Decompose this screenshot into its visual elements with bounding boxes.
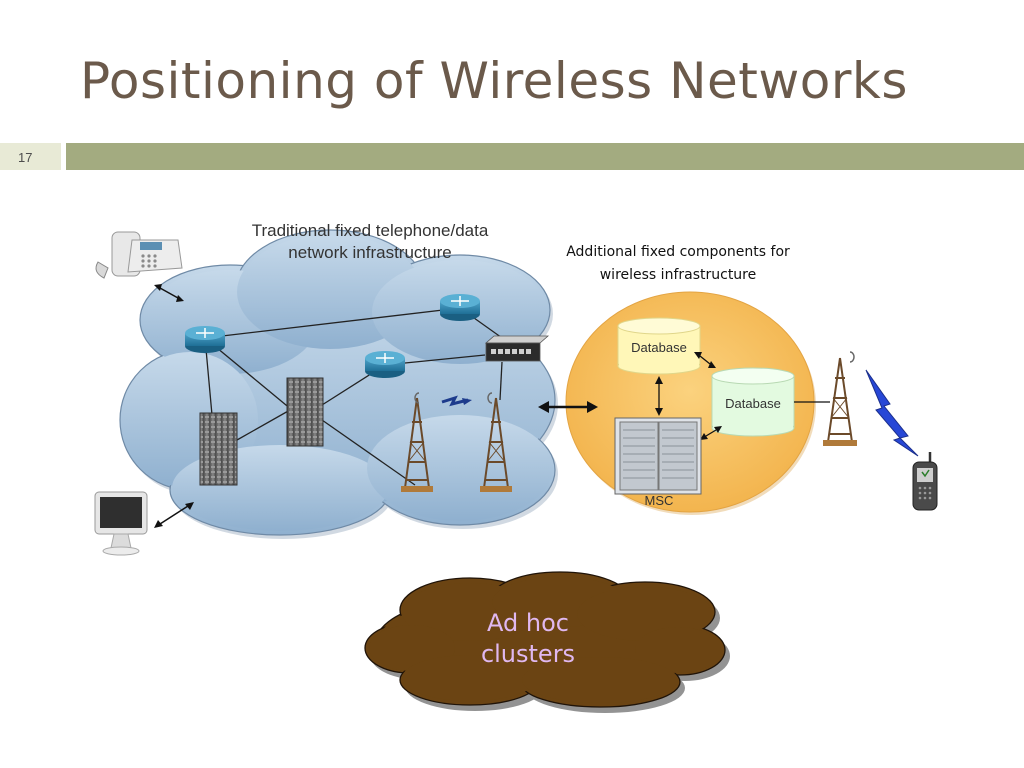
server-rack-icon — [286, 377, 324, 447]
fixed-network-cloud — [119, 229, 558, 539]
wireless-label-line1: Additional fixed components for — [566, 244, 790, 260]
tower-icon — [480, 392, 512, 492]
cloud-label-line2: network infrastructure — [288, 243, 451, 262]
title-accent-bar — [66, 143, 1024, 170]
database-label-2: Database — [725, 396, 781, 411]
slide-number-box — [0, 143, 61, 170]
slide-number: 17 — [18, 150, 33, 165]
link-arrow — [154, 502, 194, 528]
database-label-1: Database — [631, 340, 687, 355]
msc-cabinet-icon — [614, 417, 702, 495]
computer-icon — [94, 491, 148, 556]
wireless-label-line2: wireless infrastructure — [600, 267, 757, 283]
wireless-signal-icon — [865, 369, 919, 457]
slide-title: Positioning of Wireless Networks — [80, 52, 908, 110]
router-icon — [185, 326, 225, 353]
cloud-label-line1: Traditional fixed telephone/data — [252, 221, 489, 240]
link-arrow — [154, 284, 184, 302]
tower-icon — [401, 392, 433, 492]
router-icon — [440, 294, 480, 321]
telephone-icon — [95, 231, 183, 279]
msc-label: MSC — [645, 493, 674, 508]
mobile-phone-icon — [912, 452, 938, 511]
tower-icon — [823, 351, 857, 446]
database-cylinder — [617, 317, 701, 375]
database-cylinder — [711, 367, 795, 437]
router-icon — [365, 351, 405, 378]
adhoc-cloud — [364, 571, 730, 713]
component-arrows — [655, 352, 722, 440]
switch-icon — [484, 335, 550, 362]
microwave-link-icon — [441, 395, 472, 407]
adhoc-label-line1: Ad hoc — [487, 609, 569, 637]
server-rack-icon — [199, 412, 238, 486]
adhoc-label-line2: clusters — [481, 640, 575, 668]
cloud-to-msc-arrow — [538, 401, 598, 413]
